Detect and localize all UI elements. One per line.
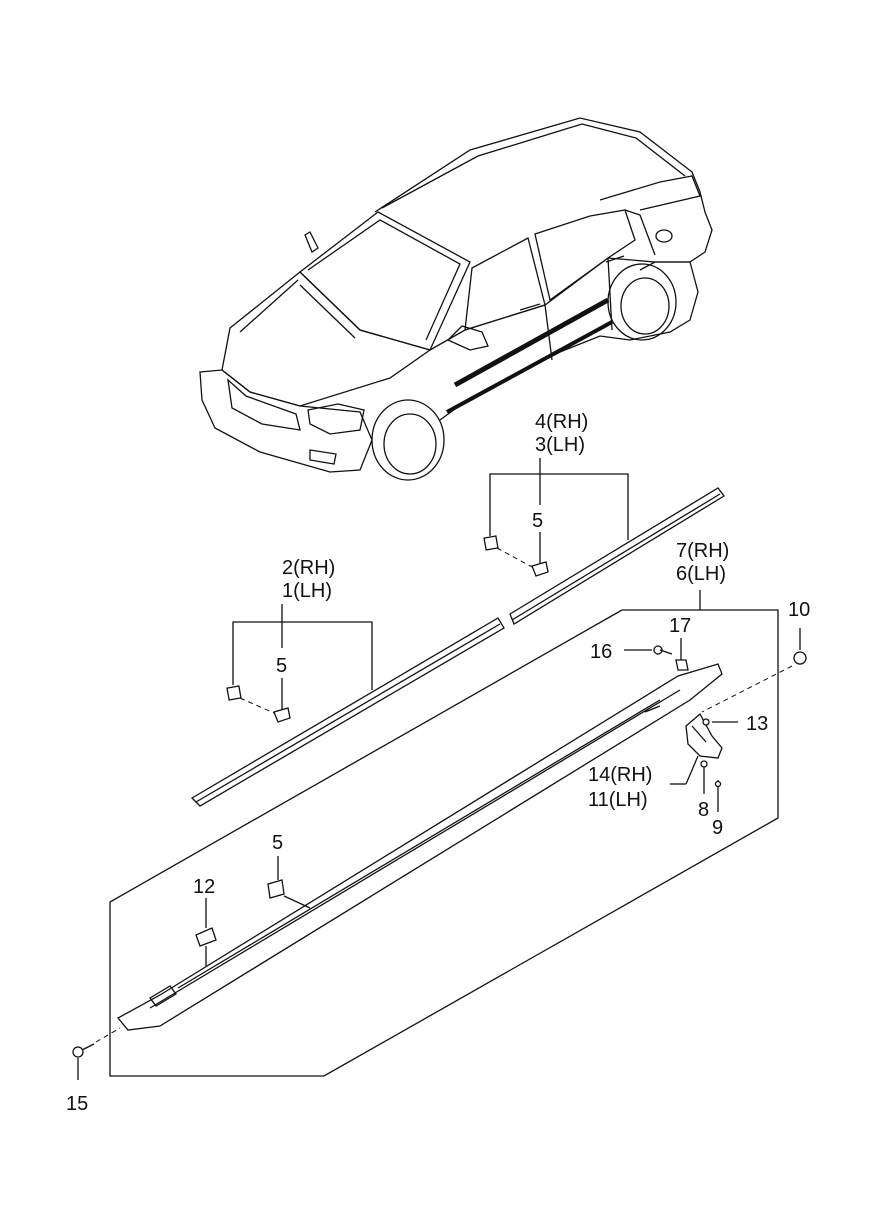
- callout-labels: 4(RH) 3(LH) 5 2(RH) 1(LH) 5 7(RH) 6(LH) …: [66, 411, 810, 1115]
- label-9: 9: [712, 817, 723, 839]
- label-2-rh: 2(RH): [282, 557, 335, 579]
- mud-guard: [685, 712, 723, 759]
- door-molding-highlight: [453, 297, 610, 388]
- hood-crease: [239, 279, 356, 339]
- clip-17: [675, 659, 689, 671]
- label-14-rh: 14(RH): [588, 764, 652, 786]
- antenna: [304, 231, 319, 253]
- label-13: 13: [746, 713, 768, 735]
- rear-wheel: [620, 277, 670, 335]
- c-pillar: [624, 209, 656, 256]
- label-15: 15: [66, 1093, 88, 1115]
- label-1-lh: 1(LH): [282, 580, 332, 602]
- fog-lamp: [309, 449, 337, 465]
- label-4-rh: 4(RH): [535, 411, 588, 433]
- side-sill-highlight: [446, 320, 613, 414]
- label-10: 10: [788, 599, 810, 621]
- hood: [221, 271, 432, 407]
- headlamp: [307, 403, 365, 435]
- sill-frame: [109, 609, 779, 1077]
- car-illustration: [199, 117, 713, 481]
- label-11-lh: 11(LH): [588, 789, 648, 811]
- rear-door-window: [534, 209, 636, 302]
- nut-10: [793, 651, 807, 665]
- label-6-lh: 6(LH): [676, 563, 726, 585]
- screw-13: [702, 718, 710, 726]
- sill-bracket: [195, 927, 217, 947]
- fuel-door: [655, 229, 673, 243]
- front-wheel: [383, 413, 437, 475]
- front-molding-pad: [226, 685, 242, 701]
- side-mirror: [446, 325, 489, 351]
- label-12: 12: [193, 876, 215, 898]
- screw-15: [72, 1046, 84, 1058]
- molding-clip: [531, 561, 549, 577]
- label-5-lower: 5: [272, 832, 283, 854]
- label-5-mid: 5: [276, 655, 287, 677]
- windshield: [299, 211, 471, 351]
- front-molding-clip: [273, 707, 291, 723]
- grille: [227, 378, 301, 431]
- group-front-molding: [190, 604, 505, 807]
- front-bumper: [199, 369, 373, 473]
- label-3-lh: 3(LH): [535, 434, 585, 456]
- front-door-window: [464, 237, 546, 331]
- car-roof-inner: [381, 123, 686, 209]
- label-7-rh: 7(RH): [676, 540, 729, 562]
- molding-pad: [483, 535, 499, 551]
- label-5-upper: 5: [532, 510, 543, 532]
- label-17: 17: [669, 615, 691, 637]
- front-wheel-arch: [371, 399, 445, 481]
- front-door-handle: [519, 303, 541, 311]
- label-8: 8: [698, 799, 709, 821]
- front-molding-part: [190, 617, 505, 807]
- car-roof: [374, 117, 713, 271]
- label-16: 16: [590, 641, 612, 663]
- rear-window: [599, 175, 701, 211]
- windshield-inner: [307, 219, 461, 341]
- rear-wheel-arch: [607, 263, 677, 341]
- group-side-sill: [72, 590, 807, 1080]
- group-door-molding: [483, 458, 725, 625]
- sill-clip: [267, 879, 285, 899]
- rear-door-handle: [605, 255, 625, 263]
